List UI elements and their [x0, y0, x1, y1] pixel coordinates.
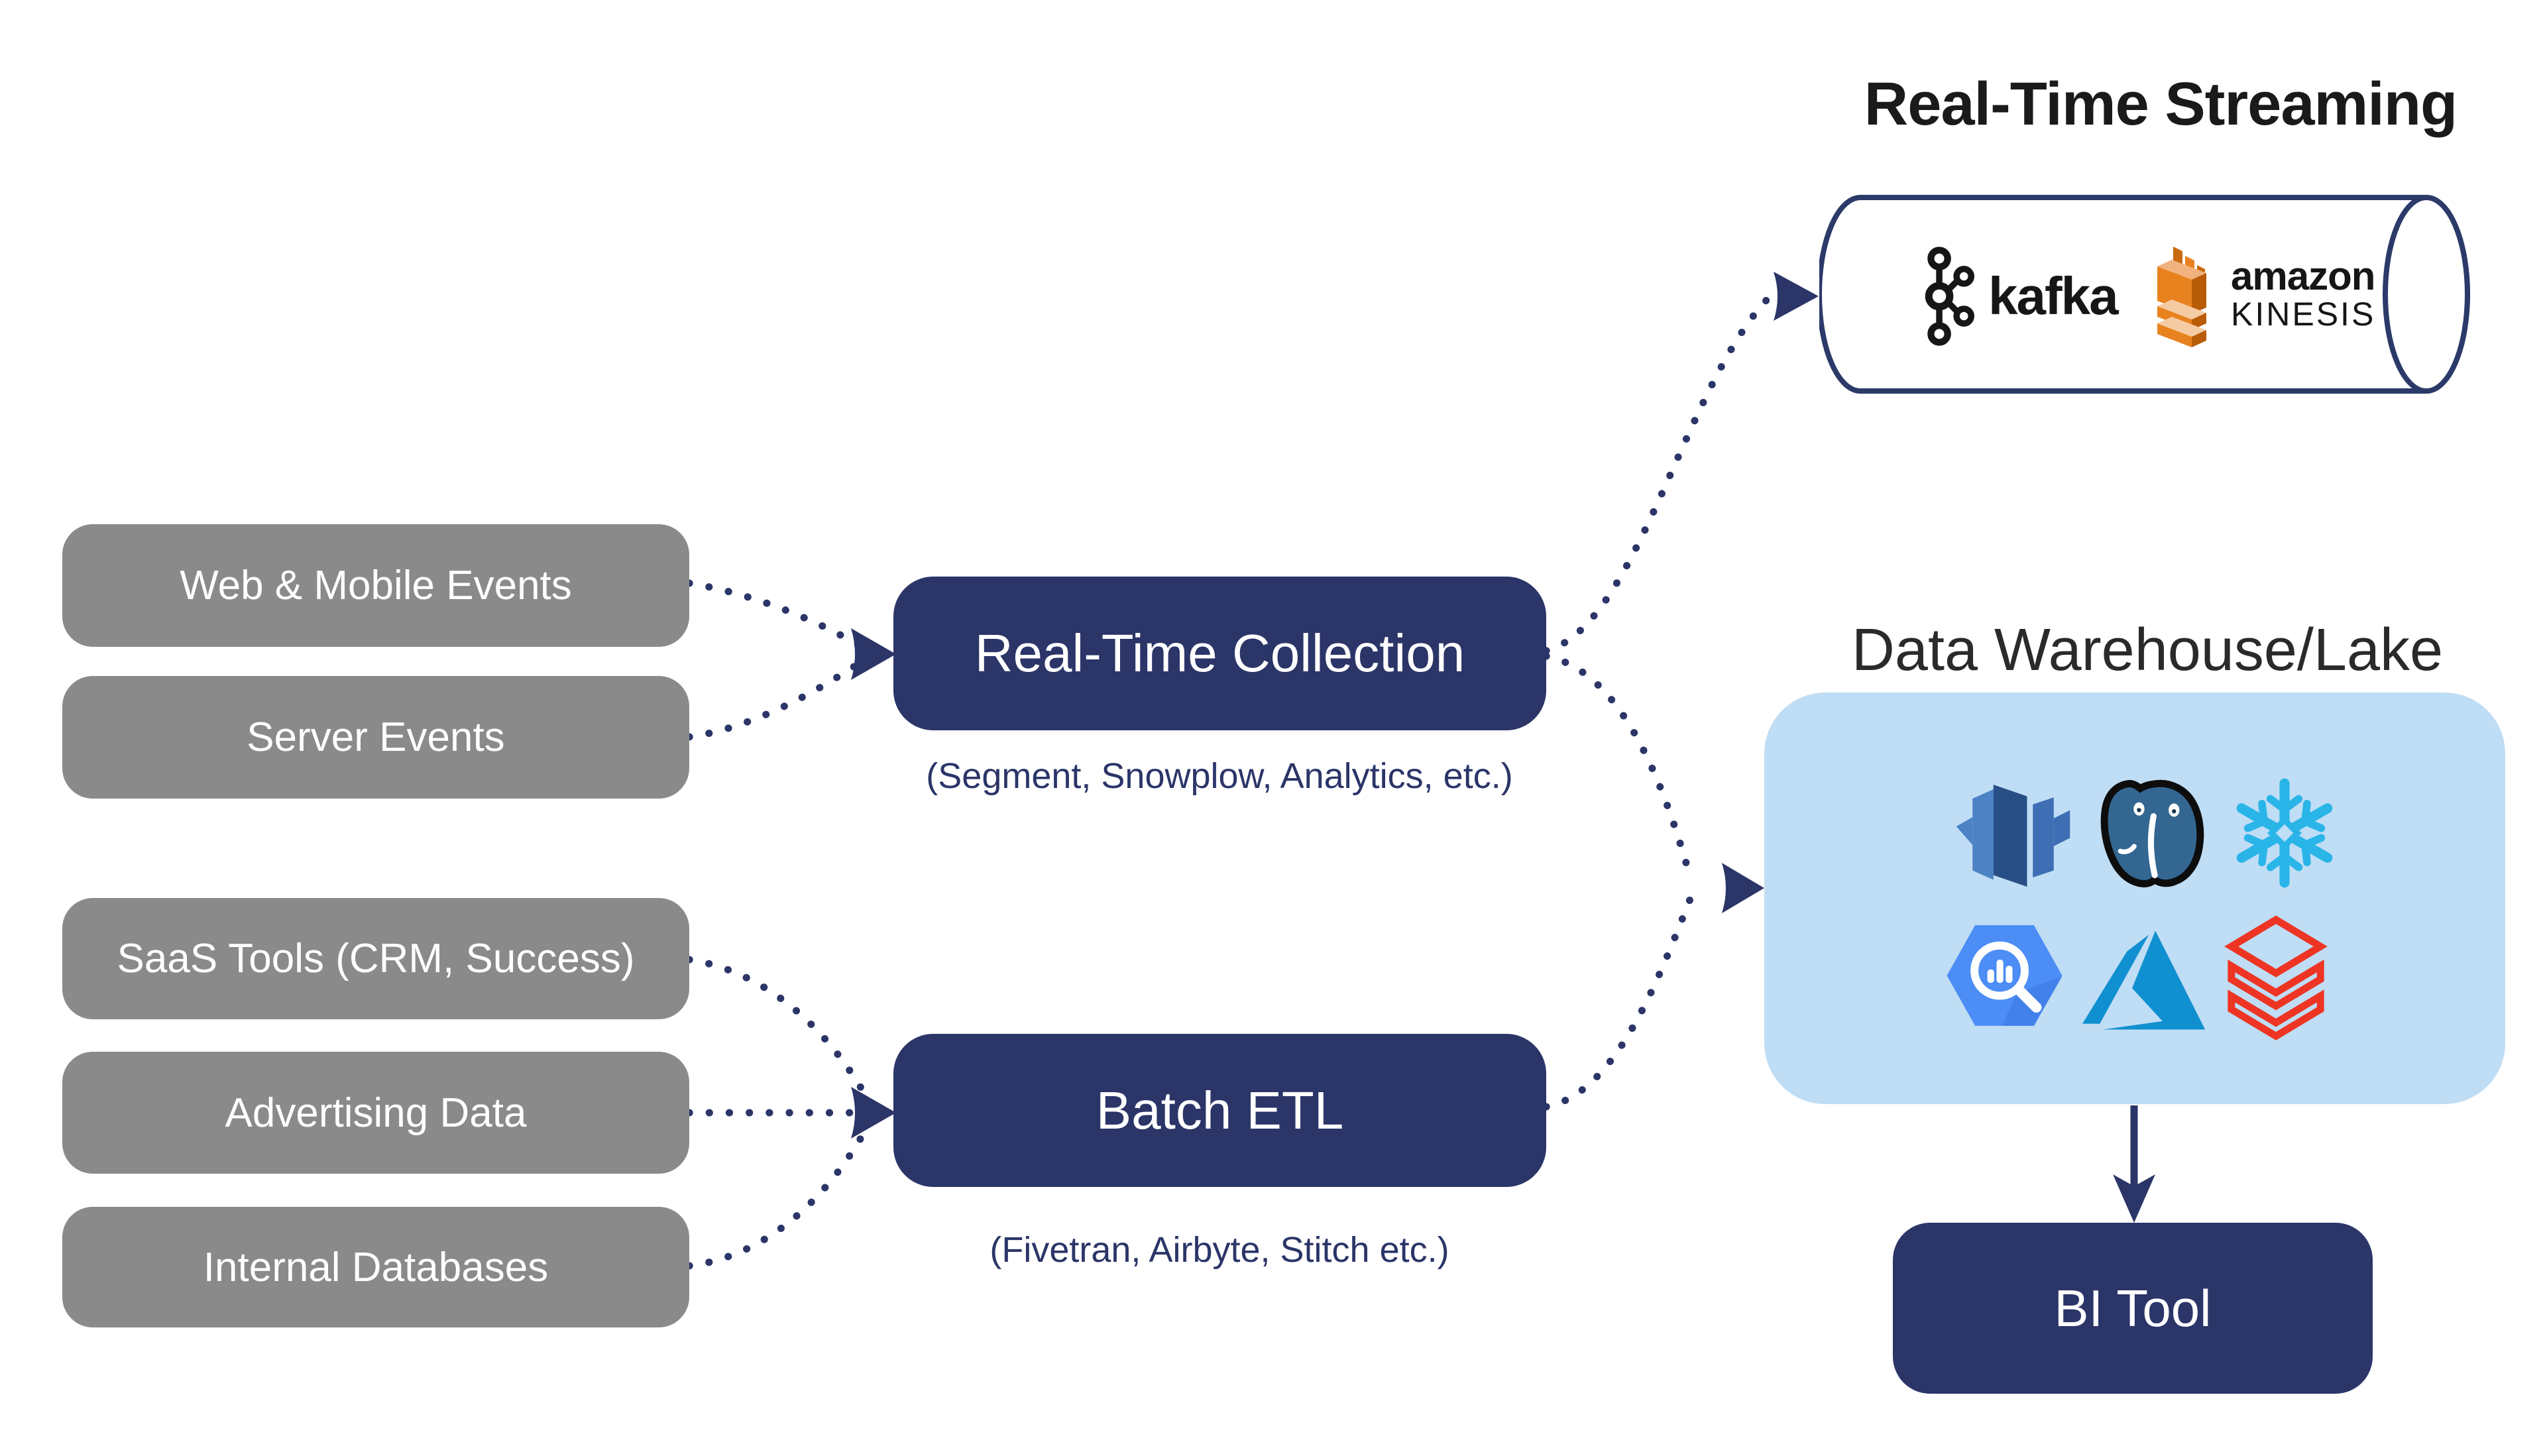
arrowhead-into-batch: [851, 1087, 896, 1139]
kinesis-wordmark-kinesis: KINESIS: [2231, 295, 2376, 333]
bi-tool-label: BI Tool: [2054, 1278, 2212, 1337]
arrow-saas-to-batch: [685, 956, 874, 1107]
source-label: Server Events: [247, 714, 505, 760]
arrow-batch-to-warehouse: [1542, 892, 1695, 1111]
source-box-saas-tools: SaaS Tools (CRM, Success): [62, 898, 689, 1019]
batch-etl-subtitle: (Fivetran, Airbyte, Stitch etc.): [990, 1230, 1449, 1270]
realtime-collection-label: Real-Time Collection: [974, 624, 1465, 683]
batch-etl-label: Batch ETL: [1096, 1080, 1344, 1140]
azure-icon: [2082, 930, 2206, 1030]
streaming-cylinder: [1819, 195, 2470, 394]
arrow-realtime-to-streaming: [1542, 294, 1772, 655]
source-label: Advertising Data: [225, 1090, 527, 1136]
redshift-icon: [1956, 785, 2070, 887]
arrowhead-into-warehouse: [1722, 863, 1764, 913]
databricks-icon: [2224, 915, 2328, 1040]
kinesis-wordmark: amazon KINESIS: [2231, 255, 2375, 332]
bi-tool-box: BI Tool: [1893, 1223, 2373, 1394]
arrow-databases-to-batch: [685, 1119, 874, 1270]
kafka-icon: [1925, 247, 1974, 346]
arrow-server-events-to-realtime: [685, 653, 872, 741]
realtime-collection-subtitle: (Segment, Snowplow, Analytics, etc.): [926, 756, 1513, 796]
snowflake-icon: [2236, 778, 2333, 888]
arrow-web-events-to-realtime: [685, 579, 872, 655]
kinesis-wordmark-amazon: amazon: [2231, 253, 2375, 298]
arrow-warehouse-to-bi: [2113, 1105, 2155, 1223]
batch-etl-box: Batch ETL: [893, 1034, 1546, 1187]
source-box-advertising-data: Advertising Data: [62, 1052, 689, 1174]
kafka-logo: kafka: [1909, 244, 2119, 349]
source-label: Web & Mobile Events: [180, 563, 572, 608]
bigquery-icon: [1947, 925, 2063, 1026]
realtime-collection-box: Real-Time Collection: [893, 577, 1546, 730]
warehouse-section-title: Data Warehouse/Lake: [1851, 617, 2444, 683]
kinesis-logo: amazon KINESIS: [2153, 239, 2375, 348]
source-box-server-events: Server Events: [62, 676, 689, 799]
kinesis-icon: [2157, 247, 2206, 347]
streaming-section-title: Real-Time Streaming: [1864, 70, 2458, 138]
source-box-web-mobile-events: Web & Mobile Events: [62, 524, 689, 647]
source-label: SaaS Tools (CRM, Success): [117, 936, 635, 981]
source-label: Internal Databases: [203, 1244, 549, 1290]
arrowhead-into-streaming: [1774, 272, 1819, 321]
warehouse-box: [1764, 693, 2505, 1104]
source-box-internal-databases: Internal Databases: [62, 1207, 689, 1327]
postgresql-icon: [2100, 779, 2204, 887]
arrowhead-into-realtime: [851, 628, 896, 680]
kafka-wordmark: kafka: [1988, 266, 2119, 325]
